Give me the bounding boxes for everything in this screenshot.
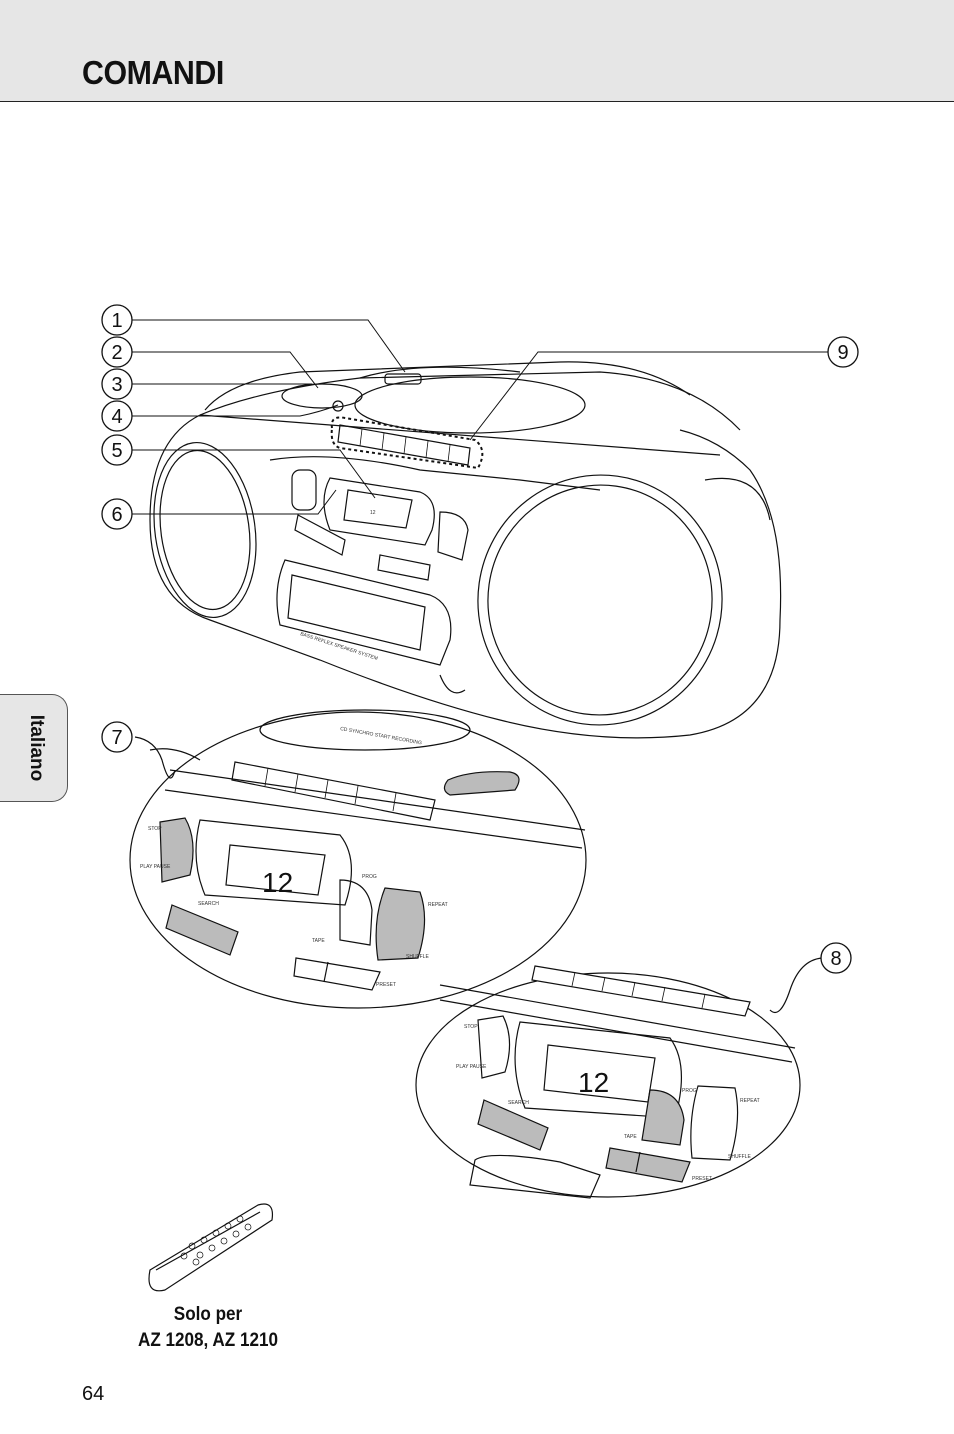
main-display-value: 12 — [370, 510, 376, 516]
zoom7-tape-label: TAPE — [312, 938, 325, 944]
zoom7-preset-label: PRESET — [376, 982, 396, 988]
boombox-drawing: 12 BASS R — [149, 361, 782, 739]
remote-caption-line2: AZ 1208, AZ 1210 — [137, 1330, 279, 1351]
zoom-detail-8: STOP PLAY PAUSE 12 SEARCH PROG REPEAT SH… — [415, 957, 823, 1199]
callout-6: 6 — [111, 504, 122, 526]
remote-control-drawing — [148, 1203, 274, 1292]
callout-7: 7 — [111, 727, 122, 749]
zoom7-cd-sync-label: CD SYNCHRO START RECORDING — [340, 726, 423, 746]
zoom7-play-label: PLAY PAUSE — [140, 864, 171, 870]
zoom8-repeat-label: REPEAT — [740, 1098, 760, 1104]
zoom8-tape-label: TAPE — [624, 1134, 637, 1140]
language-tab[interactable] — [0, 694, 68, 802]
zoom-detail-7: CD SYNCHRO START RECORDING STOP PLAY PAU… — [129, 709, 587, 1009]
callout-5: 5 — [111, 440, 122, 462]
zoom8-stop-label: STOP — [464, 1024, 478, 1030]
zoom7-prog-label: PROG — [362, 874, 377, 880]
callout-2: 2 — [111, 342, 122, 364]
callout-3: 3 — [111, 374, 122, 396]
callout-9: 9 — [837, 342, 848, 364]
header-bar: COMANDI — [0, 0, 954, 102]
zoom7-display-value: 12 — [262, 867, 293, 898]
callout-leaders — [132, 319, 828, 515]
zoom8-shuffle-label: SHUFFLE — [728, 1154, 751, 1160]
remote-caption-line1: Solo per — [173, 1304, 243, 1325]
zoom7-stop-label: STOP — [148, 826, 162, 832]
zoom8-display-value: 12 — [578, 1067, 609, 1098]
zoom7-shuffle-label: SHUFFLE — [406, 954, 429, 960]
zoom8-preset-label: PRESET — [692, 1176, 712, 1182]
zoom8-search-label: SEARCH — [508, 1100, 529, 1106]
zoom8-prog-label: PROG — [682, 1088, 697, 1094]
zoom7-search-label: SEARCH — [198, 901, 219, 907]
zoom7-repeat-label: REPEAT — [428, 902, 448, 908]
callout-8: 8 — [830, 948, 841, 970]
callout-4: 4 — [111, 406, 122, 428]
callout-circles — [101, 304, 859, 974]
zoom8-play-label: PLAY PAUSE — [456, 1064, 487, 1070]
remote-caption: Solo per AZ 1208, AZ 1210 — [136, 1302, 280, 1354]
page-title: COMANDI — [82, 54, 224, 91]
page-number: 64 — [82, 1383, 105, 1405]
callout-1: 1 — [111, 310, 122, 332]
